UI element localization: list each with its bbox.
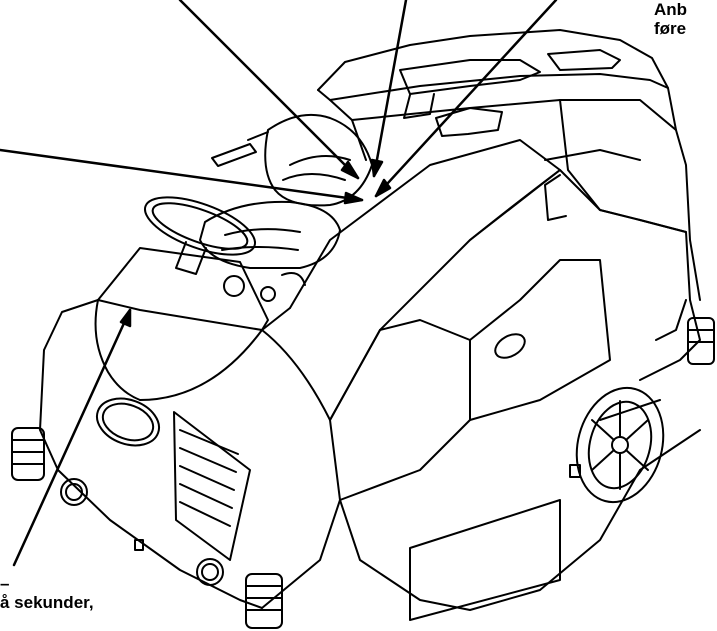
arrow-top-right [374, 0, 558, 198]
callout-bottom-left-line2: å sekunder, [0, 593, 94, 612]
arrow-left [0, 148, 364, 202]
callout-text-bottom-left: – å sekunder, [0, 574, 94, 612]
callout-arrows [0, 0, 558, 567]
arrow-top-left [178, 0, 360, 180]
right-body [339, 169, 701, 621]
bumper-rollers [11, 317, 715, 629]
arrow-bottom-left [12, 308, 132, 567]
callout-text-top-right: Anb føre [654, 0, 687, 38]
front-body [39, 247, 341, 609]
callout-top-right-line2: føre [654, 19, 687, 38]
callout-top-right-line1: Anb [654, 0, 688, 19]
rear-wheel [575, 386, 665, 504]
arrow-top-middle [372, 0, 408, 178]
operator-seat [199, 113, 373, 269]
callout-bottom-left-line1: – [0, 574, 10, 593]
